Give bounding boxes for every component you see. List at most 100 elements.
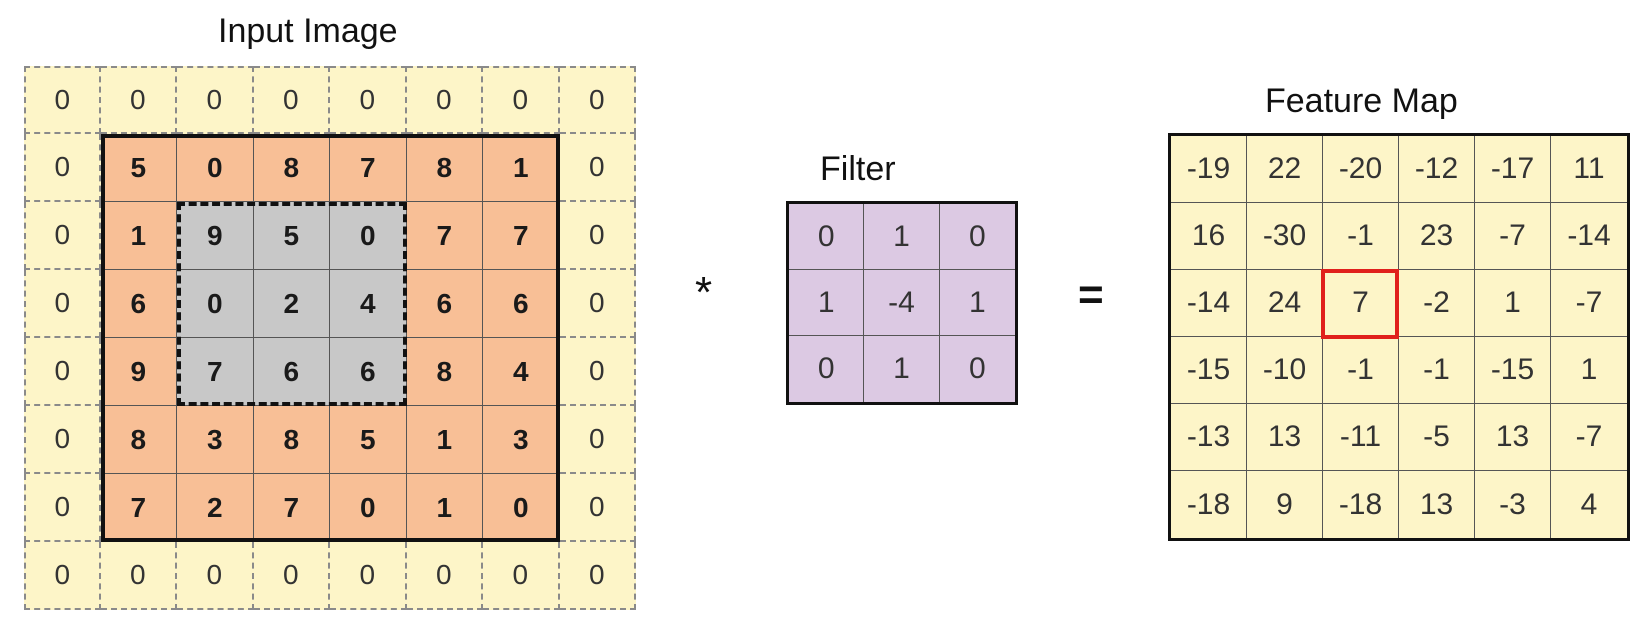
window-cell: 5 <box>253 202 330 270</box>
padding-cell: 0 <box>559 270 636 338</box>
feature-cell: -14 <box>1171 270 1247 337</box>
feature-cell: -15 <box>1171 337 1247 404</box>
image-cell: 0 <box>330 474 407 542</box>
window-cell: 6 <box>330 338 407 406</box>
feature-cell: -18 <box>1171 471 1247 538</box>
feature-cell: 23 <box>1399 203 1475 270</box>
padding-cell: 0 <box>559 66 636 134</box>
padding-cell: 0 <box>559 474 636 542</box>
feature-cell: -7 <box>1475 203 1551 270</box>
padding-cell: 0 <box>559 406 636 474</box>
feature-cell: 13 <box>1399 471 1475 538</box>
padding-cell: 0 <box>253 542 330 610</box>
padding-cell: 0 <box>24 202 101 270</box>
feature-cell: -30 <box>1247 203 1323 270</box>
feature-cell: 9 <box>1247 471 1323 538</box>
filter-cell: 1 <box>864 204 940 270</box>
filter-title: Filter <box>820 150 896 188</box>
image-cell: 5 <box>330 406 407 474</box>
image-cell: 3 <box>177 406 254 474</box>
image-cell: 1 <box>406 474 483 542</box>
feature-cell: -20 <box>1323 136 1399 203</box>
feature-cell: -17 <box>1475 136 1551 203</box>
image-cell: 1 <box>483 134 560 202</box>
padding-cell: 0 <box>330 542 407 610</box>
feature-cell: -7 <box>1551 270 1627 337</box>
image-cell: 7 <box>253 474 330 542</box>
padding-cell: 0 <box>24 474 101 542</box>
feature-cell: -1 <box>1323 203 1399 270</box>
feature-map-title: Feature Map <box>1265 82 1458 120</box>
padding-cell: 0 <box>406 66 483 134</box>
feature-cell: -7 <box>1551 404 1627 471</box>
image-cell: 6 <box>483 270 560 338</box>
filter-cell: 0 <box>789 336 865 402</box>
window-cell: 7 <box>177 338 254 406</box>
feature-cell: 13 <box>1475 404 1551 471</box>
image-cell: 6 <box>406 270 483 338</box>
image-cell: 1 <box>406 406 483 474</box>
filter-cell: 1 <box>789 270 865 336</box>
feature-cell: 11 <box>1551 136 1627 203</box>
window-cell: 9 <box>177 202 254 270</box>
padding-cell: 0 <box>559 542 636 610</box>
padding-cell: 0 <box>24 66 101 134</box>
feature-cell: -5 <box>1399 404 1475 471</box>
padding-cell: 0 <box>177 66 254 134</box>
image-cell: 8 <box>253 134 330 202</box>
padding-cell: 0 <box>24 406 101 474</box>
padding-cell: 0 <box>100 66 177 134</box>
feature-cell: -12 <box>1399 136 1475 203</box>
padding-cell: 0 <box>24 338 101 406</box>
padding-cell: 0 <box>330 66 407 134</box>
convolution-operator: * <box>695 268 713 317</box>
padding-cell: 0 <box>253 66 330 134</box>
image-cell: 2 <box>177 474 254 542</box>
image-cell: 5 <box>100 134 177 202</box>
image-cell: 8 <box>406 338 483 406</box>
padding-cell: 0 <box>177 542 254 610</box>
filter-cell: -4 <box>864 270 940 336</box>
feature-cell: 4 <box>1580 487 1598 521</box>
padding-cell: 0 <box>559 338 636 406</box>
feature-cell: -18 <box>1323 471 1399 538</box>
image-cell: 0 <box>177 134 254 202</box>
feature-cell: 1 <box>1475 270 1551 337</box>
image-cell: 7 <box>483 202 560 270</box>
padding-cell: 0 <box>483 66 560 134</box>
image-cell: 9 <box>100 338 177 406</box>
image-cell: 7 <box>406 202 483 270</box>
feature-cell: -2 <box>1399 270 1475 337</box>
feature-cell: -10 <box>1247 337 1323 404</box>
feature-cell: 16 <box>1171 203 1247 270</box>
window-cell: 2 <box>253 270 330 338</box>
feature-cell: -1 <box>1399 337 1475 404</box>
feature-cell: -3 <box>1475 471 1551 538</box>
image-cell: 4 <box>483 338 560 406</box>
window-cell: 0 <box>330 202 407 270</box>
image-cell: 8 <box>253 406 330 474</box>
filter-cell: 0 <box>789 204 865 270</box>
image-cell: 0 <box>483 474 560 542</box>
image-cell: 8 <box>100 406 177 474</box>
feature-cell: 22 <box>1247 136 1323 203</box>
input-image-title: Input Image <box>218 12 398 50</box>
window-cell: 0 <box>177 270 254 338</box>
window-cell: 6 <box>253 338 330 406</box>
result-cell: 7 <box>1323 270 1399 337</box>
image-cell: 3 <box>483 406 560 474</box>
feature-cell: -19 <box>1171 136 1247 203</box>
feature-cell: -11 <box>1323 404 1399 471</box>
padding-cell: 0 <box>559 134 636 202</box>
padding-cell: 0 <box>24 134 101 202</box>
image-cell: 7 <box>100 474 177 542</box>
filter-cell: 0 <box>968 352 986 385</box>
padding-cell: 0 <box>100 542 177 610</box>
filter-cell: 0 <box>939 204 1015 270</box>
padding-cell: 0 <box>24 542 101 610</box>
window-cell: 4 <box>330 270 407 338</box>
padding-cell: 0 <box>406 542 483 610</box>
image-cell: 7 <box>330 134 407 202</box>
